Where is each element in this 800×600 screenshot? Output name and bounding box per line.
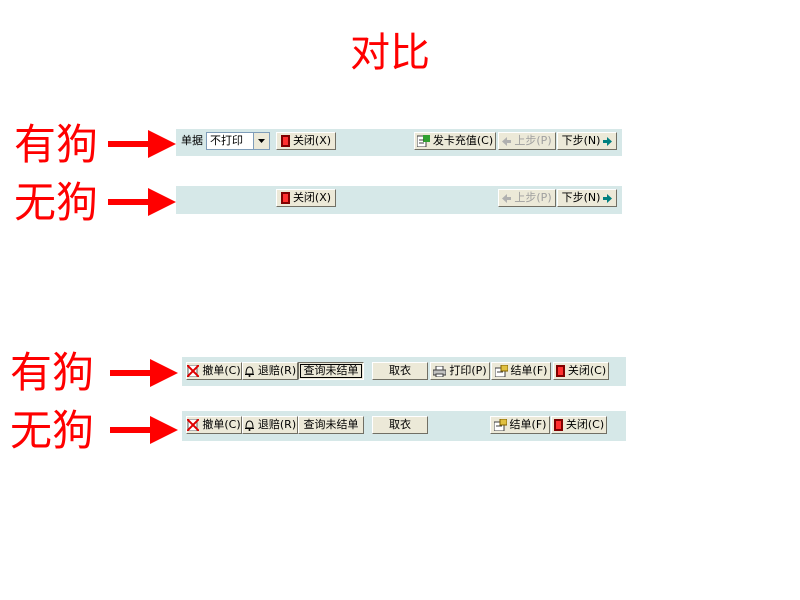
- settle-button[interactable]: 结单(F): [491, 362, 551, 380]
- next-step-button[interactable]: 下步(N): [557, 132, 617, 150]
- arrow-right-icon: [603, 193, 613, 203]
- print-select-value: 不打印: [210, 134, 243, 147]
- cancel-order-button[interactable]: 撤单(C): [186, 362, 242, 380]
- card-icon: [416, 135, 430, 147]
- right-arrow-icon: [110, 359, 178, 387]
- query-unsettled-button[interactable]: 查询未结单: [298, 416, 364, 434]
- prev-step-button[interactable]: 上步(P): [498, 132, 556, 150]
- exit-door-icon: [280, 135, 290, 147]
- close-button[interactable]: 关闭(X): [276, 189, 336, 207]
- row-label-with-dongle-1: 有狗: [14, 120, 99, 169]
- cancel-order-button[interactable]: 撤单(C): [186, 416, 242, 434]
- settle-document-icon: [493, 419, 507, 431]
- take-clothes-button[interactable]: 取衣: [372, 362, 428, 380]
- doc-label: 单据: [181, 134, 203, 147]
- exit-door-icon: [555, 365, 565, 377]
- toolbar1-without-dongle: 关闭(X) 上步(P) 下步(N): [176, 186, 622, 214]
- page-title: 对比: [350, 30, 430, 76]
- close-button[interactable]: 关闭(C): [553, 362, 609, 380]
- print-select[interactable]: 不打印: [206, 132, 270, 150]
- row-label-without-dongle-2: 无狗: [10, 406, 95, 455]
- right-arrow-icon: [108, 130, 176, 158]
- chevron-down-icon: [253, 133, 269, 149]
- prev-step-button[interactable]: 上步(P): [498, 189, 556, 207]
- arrow-right-icon: [603, 136, 613, 146]
- query-unsettled-button[interactable]: 查询未结单: [298, 362, 364, 380]
- printer-icon: [433, 365, 447, 377]
- toolbar2-with-dongle: 撤单(C) 退赔(R) 查询未结单 取衣 打印(P) 结单(F) 关闭(C): [182, 357, 626, 386]
- row-label-without-dongle-1: 无狗: [14, 178, 99, 227]
- arrow-left-icon: [502, 136, 512, 146]
- recharge-button[interactable]: 发卡充值(C): [414, 132, 496, 150]
- print-button[interactable]: 打印(P): [430, 362, 490, 380]
- exit-door-icon: [280, 192, 290, 204]
- right-arrow-icon: [108, 188, 176, 216]
- toolbar2-without-dongle: 撤单(C) 退赔(R) 查询未结单 取衣 结单(F) 关闭(C): [182, 411, 626, 441]
- settle-document-icon: [494, 365, 508, 377]
- settle-button[interactable]: 结单(F): [490, 416, 550, 434]
- take-clothes-button[interactable]: 取衣: [372, 416, 428, 434]
- bell-icon: [244, 420, 254, 431]
- exit-door-icon: [553, 419, 563, 431]
- bell-icon: [244, 366, 254, 377]
- arrow-left-icon: [502, 193, 512, 203]
- cancel-document-icon: [187, 419, 200, 431]
- toolbar1-with-dongle: 单据 不打印 关闭(X) 发卡充值(C) 上步(P) 下步(N): [176, 129, 622, 156]
- refund-button[interactable]: 退赔(R): [242, 362, 298, 380]
- right-arrow-icon: [110, 416, 178, 444]
- row-label-with-dongle-2: 有狗: [10, 348, 95, 397]
- next-step-button[interactable]: 下步(N): [557, 189, 617, 207]
- cancel-document-icon: [187, 365, 200, 377]
- refund-button[interactable]: 退赔(R): [242, 416, 298, 434]
- close-button[interactable]: 关闭(C): [551, 416, 607, 434]
- close-button[interactable]: 关闭(X): [276, 132, 336, 150]
